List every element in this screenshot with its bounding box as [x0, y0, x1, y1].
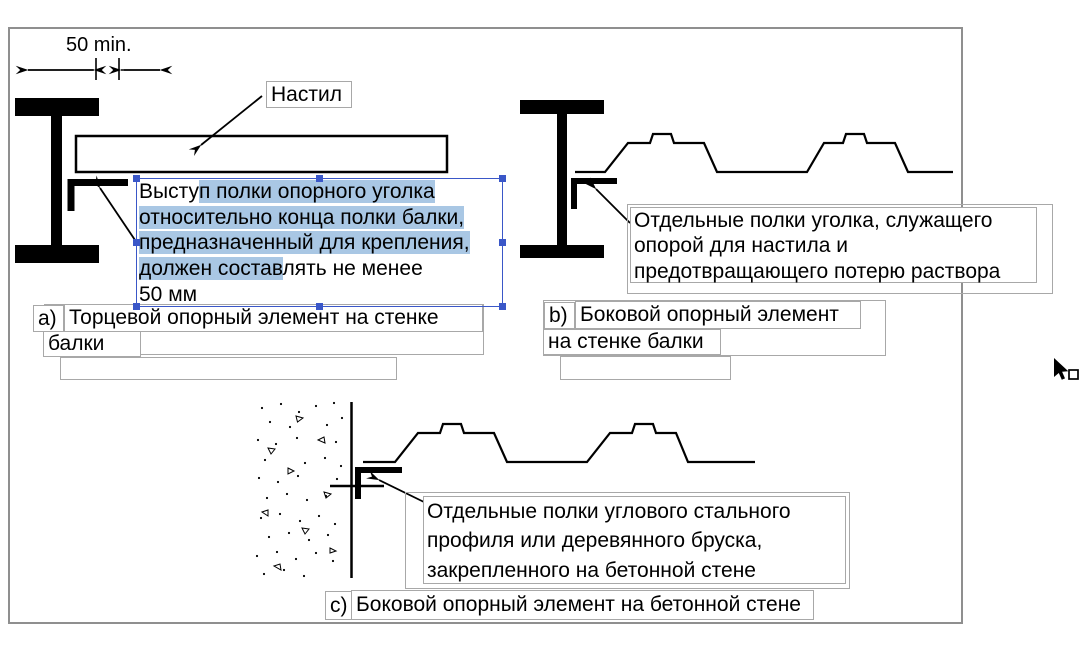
caption-c-prefix-box[interactable]: c)	[325, 591, 352, 620]
caption-b-line1: Боковой опорный элемент	[580, 303, 839, 326]
deck-label-text: Настил	[271, 83, 342, 106]
caption-c-text-box[interactable]: Боковой опорный элемент на бетонной стен…	[351, 590, 814, 620]
annotation-b-line: опорой для настила и	[634, 234, 848, 258]
drawing-frame	[8, 27, 963, 624]
selection-handle-w[interactable]	[133, 239, 140, 246]
caption-a-line2: балки	[48, 332, 105, 355]
annotation-b-line: предотвращающего потерю раствора	[634, 259, 1001, 283]
caption-b-line1-box[interactable]: Боковой опорный элемент	[575, 301, 861, 329]
caption-a-line1-box[interactable]: Торцевой опорный элемент на стенке	[64, 304, 483, 332]
caption-a-prefix-box[interactable]: a)	[33, 305, 64, 332]
selected-text-frame[interactable]: Выступ полки опорного уголка относительн…	[133, 175, 506, 310]
caption-b-prefix-box[interactable]: b)	[544, 302, 575, 329]
annotation-c-line: Отдельные полки углового стального	[427, 500, 791, 523]
angle-leader-arrow-b	[584, 177, 631, 224]
annotation-b-outer-frame[interactable]	[627, 204, 1053, 294]
dimension-label[interactable]: 50 min.	[66, 34, 132, 56]
selection-handle-ne[interactable]	[499, 175, 506, 182]
deck-leader-arrow	[188, 95, 263, 156]
angle-leader-arrow-c	[366, 470, 427, 504]
selection-handle-s[interactable]	[316, 303, 323, 310]
selected-text-line: предназначенный для крепления,	[137, 230, 502, 256]
caption-b-line2-box[interactable]: на стенке балки	[543, 329, 721, 355]
dimension-50min-lines	[15, 58, 173, 80]
text-segment: Высту	[139, 180, 199, 203]
selection-handle-nw[interactable]	[133, 175, 140, 182]
selection-handle-se[interactable]	[499, 303, 506, 310]
concrete-stipple-texture	[255, 401, 344, 578]
caption-b-line2: на стенке балки	[548, 330, 704, 353]
highlighted-text-segment: должен состав	[139, 257, 283, 281]
caption-b-outer-frame[interactable]	[543, 300, 886, 356]
angle-leader-arrow-a	[89, 175, 138, 244]
caption-a-line2-box[interactable]: балки	[43, 331, 141, 357]
annotation-c-line: закрепленного на бетонной стене	[427, 558, 756, 582]
annotation-c-text-box[interactable]: Отдельные полки углового стального профи…	[423, 496, 846, 584]
detail-b-beam[interactable]	[520, 100, 604, 258]
highlighted-text-segment: относительно конца полки балки,	[139, 205, 465, 229]
caption-b-empty-frame[interactable]	[560, 356, 731, 380]
caption-c-prefix: c)	[330, 594, 348, 617]
caption-a-empty-frame[interactable]	[60, 357, 397, 380]
highlighted-text-segment: предназначенный для крепления,	[139, 231, 470, 255]
caption-c-text: Боковой опорный элемент на бетонной стен…	[356, 593, 801, 616]
selected-text-line: Выступ полки опорного уголка	[137, 179, 502, 205]
detail-a-support-angle[interactable]	[67, 179, 128, 212]
selection-handle-n[interactable]	[316, 175, 323, 182]
detail-c-profiled-deck[interactable]	[363, 422, 755, 464]
caption-a-prefix: a)	[38, 307, 57, 330]
annotation-c-line: профиля или деревянного бруска,	[427, 529, 763, 553]
selection-handle-sw[interactable]	[133, 303, 140, 310]
text-segment: лять не менее	[282, 257, 423, 281]
mouse-cursor-icon	[1054, 358, 1079, 380]
selected-text-line: относительно конца полки балки,	[137, 205, 502, 231]
annotation-c-outer-frame[interactable]	[405, 492, 850, 589]
caption-a-line1: Торцевой опорный элемент на стенке	[69, 306, 439, 329]
annotation-b-text-box[interactable]: Отдельные полки уголка, служащего опорой…	[630, 207, 1037, 283]
detail-b-support-angle[interactable]	[571, 178, 617, 209]
annotation-b-line: Отдельные полки уголка, служащего	[634, 209, 993, 232]
detail-a-deck-slab[interactable]	[74, 134, 449, 174]
detail-c-support-angle[interactable]	[355, 467, 402, 499]
selected-text-line: должен составлять не менее	[137, 256, 502, 282]
highlighted-text-segment: п полки опорного уголка	[198, 180, 435, 203]
selection-handle-e[interactable]	[499, 239, 506, 246]
detail-b-profiled-deck[interactable]	[575, 132, 953, 174]
caption-b-prefix: b)	[549, 304, 568, 327]
detail-a-beam[interactable]	[15, 98, 99, 263]
deck-label-box[interactable]: Настил	[266, 81, 352, 108]
text-segment: 50 мм	[139, 282, 198, 306]
selected-text-line: 50 мм	[137, 282, 502, 308]
